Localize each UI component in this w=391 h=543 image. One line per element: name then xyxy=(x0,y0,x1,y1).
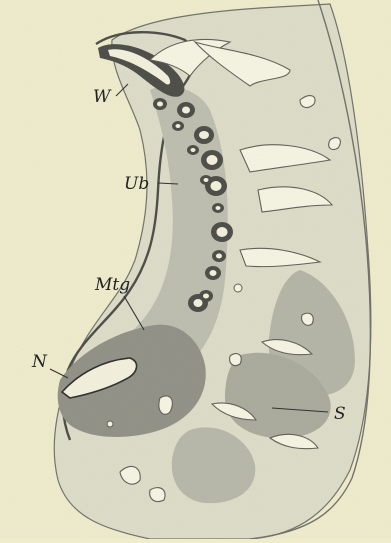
label-n: N xyxy=(32,354,47,371)
label-w: W xyxy=(93,89,110,106)
label-s: S xyxy=(334,406,346,423)
label-ub: Ub xyxy=(124,176,149,193)
label-mtg: Mtg xyxy=(95,277,130,294)
